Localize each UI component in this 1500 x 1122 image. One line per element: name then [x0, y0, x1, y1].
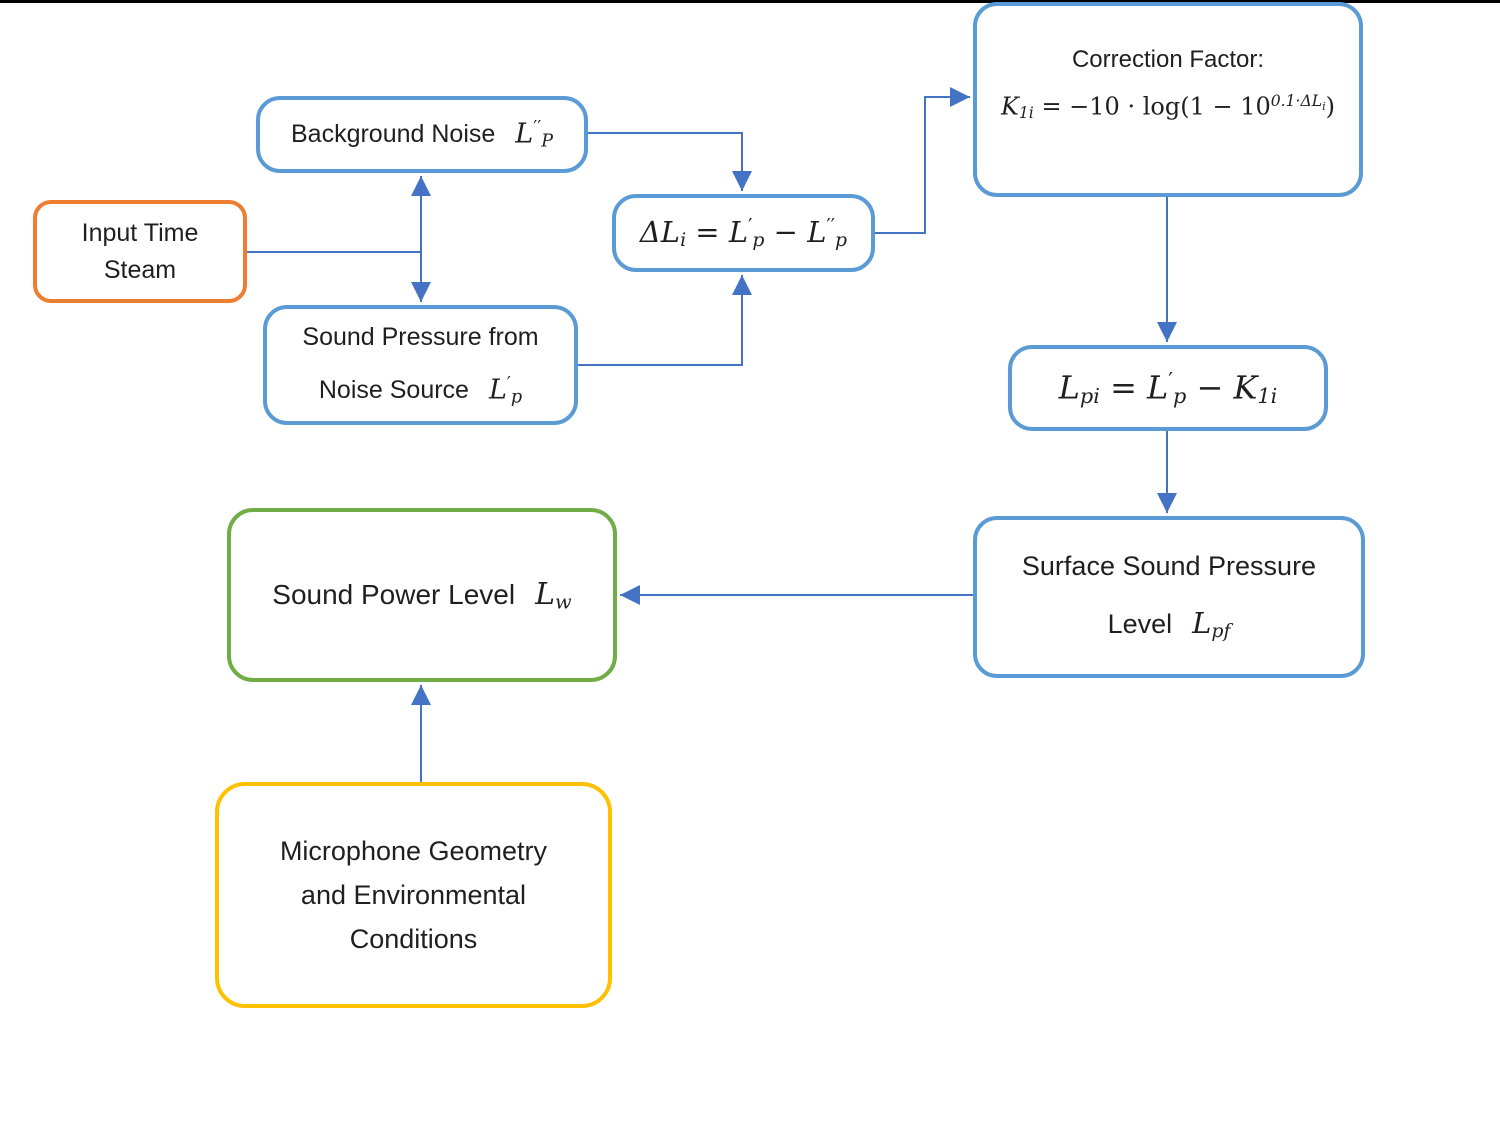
node-sound-pressure-from-noise-source: Sound Pressure from Noise Source L′p	[263, 305, 578, 425]
math-equation-lpi: Lpi = L′p − K1i	[1058, 368, 1278, 408]
math-symbol-lp-prime: L′p	[488, 373, 523, 408]
slide-top-border	[0, 0, 1500, 3]
node-label-line: Input Time	[81, 218, 199, 247]
math-equation-delta-li: ΔLi = L′p − L′′p	[639, 214, 848, 252]
math-symbol-lpf: Lpf	[1192, 606, 1231, 643]
node-label-line: Noise Source L′p	[319, 374, 522, 408]
node-correction-factor: Correction Factor: K1i = −10 · log(1 − 1…	[973, 2, 1363, 197]
node-label-line: Microphone Geometry	[279, 836, 548, 866]
node-label-line: Sound Pressure from	[302, 323, 538, 352]
node-label: Noise Source	[318, 376, 469, 404]
node-label-line: Surface Sound Pressure	[1022, 551, 1316, 582]
node-input-time-steam: Input Time Steam	[33, 200, 247, 303]
node-label-line: Conditions	[349, 924, 478, 954]
node-label-line: and Environmental	[300, 880, 527, 910]
node-title: Correction Factor:	[1071, 46, 1265, 73]
math-symbol-lw: Lw	[535, 576, 572, 614]
node-label: Surface Sound Pressure	[1021, 551, 1317, 582]
math-symbol-lp-doubleprime: L′′P	[515, 117, 553, 152]
node-lpi-equation: Lpi = L′p − K1i	[1008, 345, 1328, 431]
node-label: Level	[1107, 608, 1173, 639]
node-sound-power-level: Sound Power Level Lw	[227, 508, 617, 682]
node-label: Background Noise	[291, 120, 496, 148]
connector-background-noise-to-delta	[588, 132, 752, 191]
node-microphone-geometry-conditions: Microphone Geometry and Environmental Co…	[215, 782, 612, 1008]
node-label: Sound Pressure from	[302, 322, 539, 351]
connector-sound-pressure-to-delta	[578, 275, 752, 366]
math-equation-k1i: K1i = −10 · log(1 − 100.1·ΔLi)	[1000, 92, 1336, 122]
node-background-noise: Background Noise L′′P	[256, 96, 588, 173]
connector-delta-to-correction	[875, 87, 970, 234]
node-label-line: Steam	[103, 255, 177, 284]
node-label: Sound Power Level	[272, 579, 516, 610]
node-surface-sound-pressure-level: Surface Sound Pressure Level Lpf	[973, 516, 1365, 678]
node-label-line: Level Lpf	[1108, 606, 1231, 642]
node-delta-li-equation: ΔLi = L′p − L′′p	[612, 194, 875, 272]
